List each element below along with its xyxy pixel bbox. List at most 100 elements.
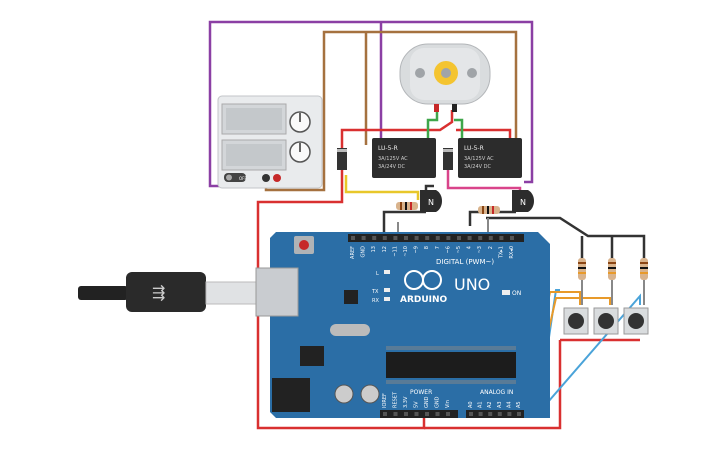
header-pin[interactable] [507,412,512,416]
header-pin[interactable] [425,236,430,240]
diode-right[interactable] [443,148,453,170]
pin-label: ~6 [445,246,451,253]
header-pin[interactable] [414,236,419,240]
relay-right-model: LU-5-R [464,145,484,152]
header-pin[interactable] [404,412,408,416]
header-pin[interactable] [446,412,450,416]
relay-left[interactable]: LU-5-R 3A/125V AC 3A/24V DC [372,138,436,178]
wire-yellow-relay[interactable] [344,175,420,200]
pin-label: 3.3V [403,396,409,408]
header-pin[interactable] [499,236,504,240]
wire-green-motor[interactable] [426,110,439,148]
wire-black-gnd-right[interactable] [468,210,516,226]
usb-cable[interactable]: ⇶ [78,272,257,312]
header-pin[interactable] [469,412,473,416]
tx-led-label: TX [371,289,379,295]
pin-label: 13 [371,246,377,252]
header-pin[interactable] [488,412,493,416]
pin-label: 8 [424,246,430,249]
wire-red-down[interactable] [300,170,344,204]
relay-right[interactable]: LU-5-R 3A/125V AC 3A/24V DC [458,138,522,178]
diode-left[interactable] [337,148,347,170]
resistor-left[interactable] [396,202,418,210]
pin-label: 5V [414,401,420,408]
pin-label: 12 [382,246,388,252]
header-pin[interactable] [467,236,472,240]
on-label: ON [512,290,521,297]
capacitor-1 [334,384,354,404]
header-pin[interactable] [457,236,461,240]
wire-red-main[interactable] [256,200,426,430]
atmega-chip [386,352,516,378]
wire-black-buttons[interactable] [486,216,646,260]
header-pin[interactable] [361,236,366,240]
push-button-2[interactable] [593,307,619,335]
pin-label: ~10 [403,246,409,257]
power-label: POWER [410,389,432,396]
wire-red-buttons[interactable] [424,340,562,430]
arduino-brand: ARDUINO [400,295,448,305]
pin-label: 4 [467,246,473,249]
dc-motor[interactable] [399,43,491,112]
wire-red-relay-top[interactable] [340,110,454,160]
analog-label: ANALOG IN [480,389,513,396]
pin-label: Vin [445,400,451,408]
off-label: OFF [239,176,247,181]
header-pin[interactable] [393,236,398,240]
header-pin[interactable] [478,412,483,416]
barrel-jack[interactable] [272,378,310,412]
header-pin[interactable] [425,412,429,416]
header-pin[interactable] [382,236,387,240]
header-pin[interactable] [372,236,377,240]
digital-label: DIGITAL (PWM~) [436,258,494,266]
arduino-uno[interactable]: ARDUINO UNO DIGITAL (PWM~) POWER ANALOG … [255,232,550,418]
header-pin[interactable] [435,412,440,416]
terminal-negative[interactable] [262,174,270,182]
header-pin[interactable] [446,236,451,240]
pin-label: A3 [497,401,503,408]
transistor-left-label: N [428,198,434,207]
l-led-label: L [376,271,379,277]
header-pin[interactable] [383,412,387,416]
power-header[interactable] [380,410,458,418]
analog-header[interactable] [466,410,524,418]
pin-label: AREF [350,246,356,259]
header-pin[interactable] [510,236,514,240]
pin-label: ~9 [414,246,420,253]
header-pin[interactable] [488,236,493,240]
pin-label: GND [361,246,367,258]
push-button-1[interactable] [563,307,589,335]
terminal-positive[interactable] [273,174,281,182]
header-pin[interactable] [478,236,483,240]
transistor-right-label: N [520,198,526,207]
crystal [330,324,370,336]
header-pin[interactable] [404,236,408,240]
wire-black-gnd-left[interactable] [382,210,426,232]
header-pin[interactable] [414,412,419,416]
pin-label: IOREF [382,393,388,408]
resistor-btn-1[interactable] [578,258,586,280]
pin-label: GND [435,396,441,408]
push-button-3[interactable] [623,307,649,335]
transistor-left[interactable]: N [420,190,443,212]
usb-port[interactable] [255,267,299,317]
transistor-right[interactable]: N [512,190,535,212]
header-pin[interactable] [393,412,398,416]
relay-left-model: LU-5-R [378,145,398,152]
pin-label: A0 [468,401,474,408]
header-pin[interactable] [497,412,502,416]
resistor-right[interactable] [478,206,500,214]
resistor-btn-3[interactable] [640,258,648,280]
header-pin[interactable] [351,236,355,240]
pin-label: RESET [393,391,399,408]
header-pin[interactable] [435,236,440,240]
header-pin[interactable] [517,412,521,416]
rx-led-label: RX [372,298,379,304]
resistor-btn-2[interactable] [608,258,616,280]
power-supply[interactable]: OFF [217,95,323,189]
relay-left-rating-1: 3A/125V AC [378,156,408,162]
pin-label: 7 [435,246,441,249]
voltage-regulator [300,346,324,366]
